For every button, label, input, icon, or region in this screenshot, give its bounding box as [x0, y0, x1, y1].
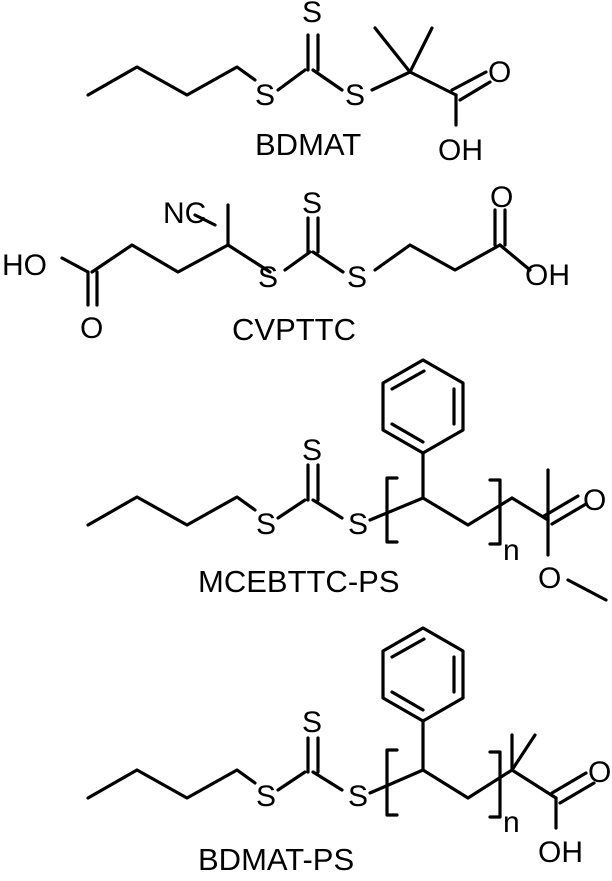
bdmat-ps-bonds	[86, 719, 596, 830]
bdmat-ps-hydroxyl: OH	[538, 836, 583, 869]
bdmat-ps-carbonyl-oxygen: O	[588, 756, 611, 789]
bdmat-ps-label: BDMAT-PS	[198, 842, 354, 877]
mcebttc-ps-repeat-count: n	[503, 534, 520, 567]
mcebttc-ps-carbonyl-oxygen: O	[583, 484, 606, 517]
bdmat-carbonyl-oxygen: O	[488, 56, 511, 89]
cvpttc-hydroxyl-left: HO	[2, 249, 47, 282]
structure-mcebttc-ps: S S S n O O MCEBTTC-PS	[86, 358, 608, 602]
bdmat-sulfur-2: S	[345, 79, 365, 112]
mcebttc-ps-sulfur-2: S	[348, 508, 368, 541]
mcebttc-ps-ester-oxygen: O	[538, 562, 561, 595]
bdmat-label: BDMAT	[255, 127, 361, 162]
mcebttc-ps-phenyl-ring	[381, 358, 465, 455]
cvpttc-carbonyl-oxygen-right: O	[490, 181, 513, 214]
cvpttc-sulfur-thione: S	[302, 187, 322, 220]
mcebttc-ps-sulfur-thione: S	[302, 434, 322, 467]
bdmat-bonds	[86, 26, 492, 127]
mcebttc-ps-label: MCEBTTC-PS	[198, 564, 400, 599]
bdmat-hydroxyl: OH	[438, 134, 483, 167]
mcebttc-ps-sulfur-1: S	[256, 508, 276, 541]
bdmat-ps-sulfur-thione: S	[302, 706, 322, 739]
mcebttc-ps-bonds	[86, 451, 608, 602]
structure-bdmat-ps: S S S n O OH BDMAT-PS	[86, 626, 611, 877]
structure-bdmat: S S S O OH BDMAT	[86, 0, 511, 167]
cvpttc-label: CVPTTC	[232, 312, 356, 347]
cvpttc-sulfur-2: S	[347, 261, 367, 294]
cvpttc-hydroxyl-right: OH	[525, 259, 570, 292]
bdmat-sulfur-1: S	[255, 79, 275, 112]
cvpttc-carbonyl-oxygen-left: O	[80, 312, 103, 345]
bdmat-ps-sulfur-1: S	[256, 780, 276, 813]
structure-cvpttc: NC S S S HO O O OH CVPTTC	[2, 181, 570, 347]
cvpttc-bonds	[60, 203, 532, 307]
bdmat-ps-sulfur-2: S	[348, 780, 368, 813]
bdmat-ps-repeat-count: n	[503, 806, 520, 839]
bdmat-ps-phenyl-ring	[381, 626, 465, 723]
bdmat-sulfur-thione: S	[302, 0, 322, 29]
cvpttc-nitrile: NC	[163, 197, 206, 230]
mcebttc-ps-repeat-brackets	[385, 476, 502, 546]
bdmat-ps-repeat-brackets	[385, 748, 502, 819]
cvpttc-sulfur-1: S	[258, 261, 278, 294]
